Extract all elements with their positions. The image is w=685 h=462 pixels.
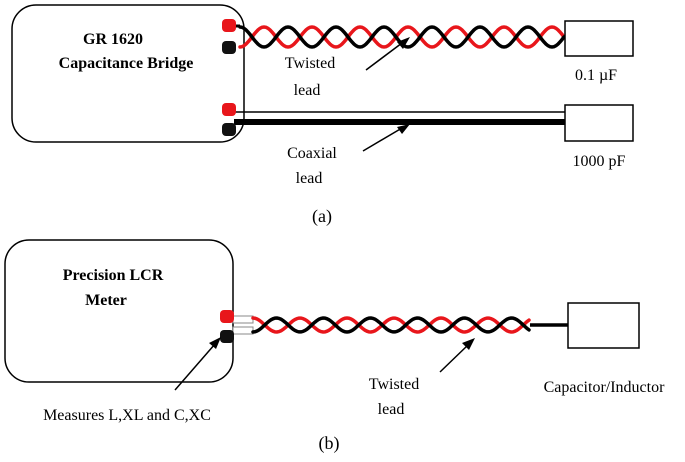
capacitor-0-1uf-box bbox=[564, 20, 634, 57]
coaxial-lead-label-line1: Coaxial bbox=[287, 145, 337, 162]
twisted-lead-label-a-line2: lead bbox=[294, 82, 321, 99]
panel-a-caption: (a) bbox=[312, 206, 332, 227]
terminal-black bbox=[220, 330, 234, 343]
capacitor-1000pf-label: 1000 pF bbox=[573, 153, 626, 170]
terminal-black bbox=[222, 41, 236, 54]
terminal-black bbox=[222, 123, 236, 136]
capacitor-inductor-box bbox=[567, 302, 640, 349]
twisted-lead-label-a-line1: Twisted bbox=[285, 55, 335, 72]
arrow-to-terminals bbox=[174, 337, 221, 391]
twisted-lead-label-b-line1: Twisted bbox=[369, 376, 419, 393]
capacitance-bridge-box bbox=[11, 4, 245, 143]
lcr-meter-name-line1: Precision LCR bbox=[63, 267, 164, 284]
panel-b-caption: (b) bbox=[319, 433, 340, 454]
twisted-lead-b bbox=[251, 316, 568, 334]
arrow-to-twisted-lead-a bbox=[365, 37, 410, 71]
coaxial-lead-label-line2: lead bbox=[296, 170, 323, 187]
lead-connectors bbox=[232, 315, 254, 335]
measures-label: Measures L,XL and C,XC bbox=[43, 407, 211, 424]
bridge-model-label: GR 1620 bbox=[83, 31, 143, 48]
twisted-lead-black-wire bbox=[251, 316, 531, 334]
terminal-red bbox=[222, 19, 236, 32]
twisted-lead-red-wire bbox=[238, 25, 566, 49]
capacitor-0-1uf-label: 0.1 µF bbox=[575, 67, 617, 84]
capacitor-1000pf-box bbox=[564, 104, 634, 142]
bridge-name-label: Capacitance Bridge bbox=[59, 55, 194, 72]
terminal-red bbox=[220, 310, 234, 323]
twisted-lead-label-b-line2: lead bbox=[378, 401, 405, 418]
bridge-terminals bbox=[222, 19, 236, 136]
coaxial-lead bbox=[234, 111, 565, 125]
arrow-to-coaxial-lead bbox=[362, 124, 410, 152]
lcr-terminals bbox=[220, 310, 234, 343]
arrow-to-twisted-lead-b bbox=[439, 338, 475, 373]
panel-b: Precision LCR Meter Capacitor/Inductor M… bbox=[4, 239, 666, 454]
twisted-lead-red-wire bbox=[251, 316, 531, 334]
panel-a: GR 1620 Capacitance Bridge 0.1 µF 1000 p… bbox=[11, 4, 634, 227]
lcr-meter-name-line2: Meter bbox=[85, 292, 127, 309]
lcr-meter-box bbox=[4, 239, 234, 383]
terminal-red bbox=[222, 103, 236, 116]
capacitor-inductor-label: Capacitor/Inductor bbox=[544, 379, 666, 396]
